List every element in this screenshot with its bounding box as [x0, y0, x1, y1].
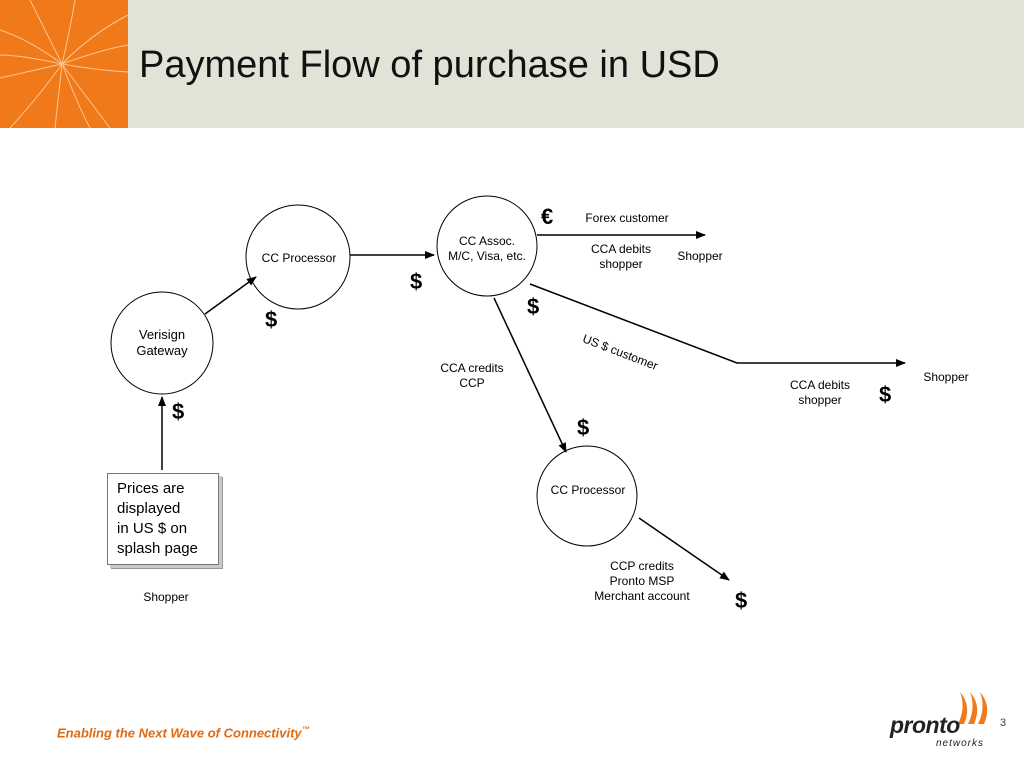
dollar-symbol-merchant: $ — [735, 588, 748, 613]
verisign-label-line1: Verisign — [138, 327, 186, 342]
cca-debits-shopper-right-line1: CCA debits — [789, 378, 851, 392]
arrow-assoc-to-processor-bottom — [493, 297, 567, 453]
dollar-symbol-assoc-in: $ — [410, 269, 423, 294]
verisign-label-line2: Gateway — [136, 343, 188, 358]
forex-customer-label: Forex customer — [585, 211, 669, 225]
cc-processor-bottom-label: CC Processor — [550, 483, 626, 497]
footer-tagline-text: Enabling the Next Wave of Connectivity — [57, 725, 302, 741]
shopper-right-label: Shopper — [923, 370, 969, 384]
cca-credits-ccp-line1: CCA credits — [440, 361, 504, 375]
ccp-credits-line1: CCP credits — [610, 559, 674, 573]
note-line3: in US $ on — [117, 520, 188, 537]
cc-assoc-label-line2: M/C, Visa, etc. — [448, 249, 526, 263]
cc-assoc-label-line1: CC Assoc. — [458, 234, 515, 248]
cca-debits-shopper-top-line1: CCA debits — [590, 242, 652, 256]
node-verisign-gateway — [110, 291, 214, 395]
node-cc-processor-bottom — [536, 445, 638, 547]
cca-debits-shopper-right-line2: shopper — [798, 393, 842, 407]
header-orange-block — [0, 0, 128, 128]
dollar-symbol-verisign: $ — [172, 399, 185, 424]
prices-note-box: Prices are displayed in US $ on splash p… — [107, 473, 219, 565]
starburst-decoration-icon — [0, 0, 128, 128]
shopper-top-label: Shopper — [677, 249, 723, 263]
cca-credits-ccp-label: CCA credits CCP — [432, 361, 512, 391]
ccp-credits-label: CCP credits Pronto MSP Merchant account — [583, 559, 701, 604]
cc-assoc-label: CC Assoc. M/C, Visa, etc. — [437, 234, 537, 264]
node-cc-assoc — [436, 195, 538, 297]
cca-credits-ccp-line2: CCP — [459, 376, 485, 390]
note-line4: splash page — [117, 540, 198, 557]
verisign-label: Verisign Gateway — [122, 327, 202, 359]
header-band — [0, 0, 1024, 128]
footer-tagline: Enabling the Next Wave of Connectivity™ — [57, 725, 310, 740]
ccp-credits-line2: Pronto MSP — [609, 574, 675, 588]
dollar-symbol-processor: $ — [265, 307, 278, 332]
note-line2: displayed — [117, 500, 181, 517]
logo-subtext: networks — [936, 738, 985, 749]
arrow-processor-to-merchant — [638, 517, 730, 581]
logo-text: pronto — [890, 712, 960, 738]
page-title: Payment Flow of purchase in USD — [139, 44, 720, 86]
cc-processor-top-label: CC Processor — [261, 251, 337, 265]
ccp-credits-line3: Merchant account — [594, 589, 690, 603]
shopper-bottom-label: Shopper — [143, 590, 189, 604]
trademark-mark: ™ — [301, 725, 310, 734]
node-cc-processor-top — [245, 204, 351, 310]
cca-debits-shopper-top-label: CCA debits shopper — [581, 242, 661, 272]
pronto-networks-logo: pronto networks — [890, 690, 1010, 750]
euro-symbol: € — [541, 204, 554, 229]
cca-debits-shopper-right-label: CCA debits shopper — [780, 378, 860, 408]
cca-debits-shopper-top-line2: shopper — [599, 257, 643, 271]
dollar-symbol-processor-bottom: $ — [577, 415, 590, 440]
arrow-verisign-to-processor — [204, 276, 257, 315]
dollar-symbol-assoc-out: $ — [527, 294, 540, 319]
pronto-swoosh-icon — [958, 692, 988, 724]
page-number: 3 — [1000, 717, 1007, 729]
arrow-us-customer — [529, 283, 906, 367]
dollar-symbol-shopper-right: $ — [879, 382, 892, 407]
note-line1: Prices are — [117, 480, 185, 497]
